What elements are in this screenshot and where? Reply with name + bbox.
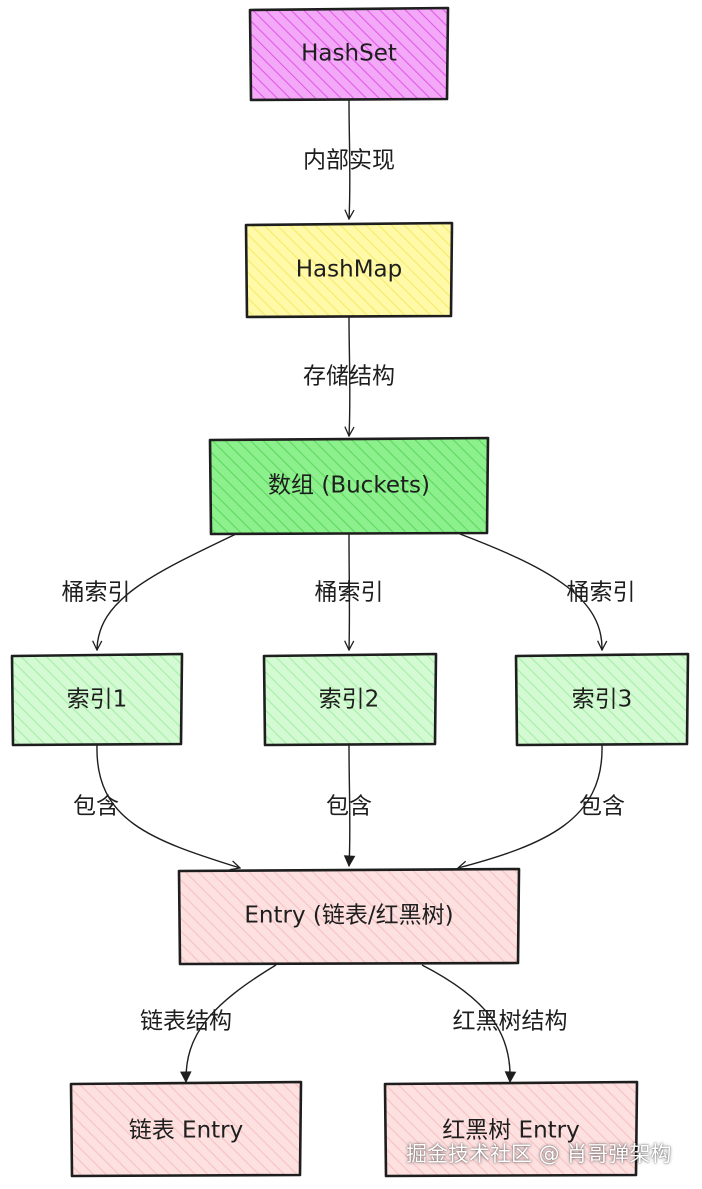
node-index1-border xyxy=(10,652,184,747)
edge-label-index2-entry: 包含 xyxy=(326,794,372,820)
node-hashset-fill xyxy=(250,9,448,99)
node-index3: 索引3 xyxy=(514,652,690,747)
node-hashset: HashSet xyxy=(248,6,450,102)
edge-label-entry-rbtree: 红黑树结构 xyxy=(453,1009,568,1035)
node-buckets: 数组 (Buckets) xyxy=(208,436,490,536)
edge-label-buckets-index3: 桶索引 xyxy=(567,580,636,606)
node-linked-entry: 链表 Entry xyxy=(69,1080,303,1178)
node-hashset-label: HashSet xyxy=(301,41,397,67)
edge-hashmap-buckets xyxy=(349,316,350,436)
edge-label-buckets-index2: 桶索引 xyxy=(315,580,384,606)
node-index2-fill xyxy=(264,655,436,745)
node-entry-fill xyxy=(179,870,519,964)
node-entry-label: Entry (链表/红黑树) xyxy=(244,903,453,929)
node-hashmap-label: HashMap xyxy=(296,257,403,283)
node-index1: 索引1 xyxy=(10,652,184,747)
node-hashset-border xyxy=(248,6,450,102)
node-hashmap-fill xyxy=(246,224,452,316)
node-index1-fill xyxy=(12,655,182,745)
edge-label-hashset-hashmap: 内部实现 xyxy=(303,148,395,174)
edge-label-hashmap-buckets: 存储结构 xyxy=(303,364,395,390)
node-buckets-fill xyxy=(210,439,488,534)
node-entry: Entry (链表/红黑树) xyxy=(177,867,521,966)
node-index3-border xyxy=(514,652,690,747)
edges xyxy=(96,99,603,1082)
edge-entry-rbtree xyxy=(421,964,510,1082)
edge-labels: 内部实现 存储结构 桶索引 桶索引 桶索引 包含 包含 包含 链表结构 红黑树结… xyxy=(62,148,636,1035)
edge-hashset-hashmap xyxy=(349,99,350,219)
edge-index1-entry xyxy=(96,744,240,868)
node-index2-label: 索引2 xyxy=(319,687,380,713)
node-index3-label: 索引3 xyxy=(572,687,633,713)
node-rbtree-entry-fill xyxy=(385,1083,637,1176)
node-buckets-label: 数组 (Buckets) xyxy=(268,473,430,499)
node-rbtree-entry: 红黑树 Entry xyxy=(383,1080,639,1178)
edge-index2-entry xyxy=(349,744,350,866)
node-linked-entry-fill xyxy=(71,1083,301,1176)
edge-buckets-index1 xyxy=(97,533,237,650)
edge-label-index3-entry: 包含 xyxy=(579,794,625,820)
node-linked-entry-label: 链表 Entry xyxy=(129,1118,244,1144)
node-hashmap-border xyxy=(244,221,454,319)
edge-buckets-index3 xyxy=(459,533,602,650)
edge-entry-linked xyxy=(186,964,277,1082)
node-linked-entry-border xyxy=(69,1080,303,1178)
node-index1-label: 索引1 xyxy=(67,687,128,713)
node-rbtree-entry-label: 红黑树 Entry xyxy=(442,1118,580,1144)
node-buckets-border xyxy=(208,436,490,536)
edge-index3-entry xyxy=(458,744,603,868)
node-index2: 索引2 xyxy=(262,652,438,747)
node-index2-border xyxy=(262,652,438,747)
node-index3-fill xyxy=(516,655,688,745)
edge-label-index1-entry: 包含 xyxy=(73,794,119,820)
edge-label-buckets-index1: 桶索引 xyxy=(62,580,131,606)
node-hashmap: HashMap xyxy=(244,221,454,319)
edge-label-entry-linked: 链表结构 xyxy=(140,1009,232,1035)
node-entry-border xyxy=(177,867,521,966)
node-rbtree-entry-border xyxy=(383,1080,639,1178)
watermark: 掘金技术社区 @ 肖哥弹架构 xyxy=(406,1142,672,1166)
